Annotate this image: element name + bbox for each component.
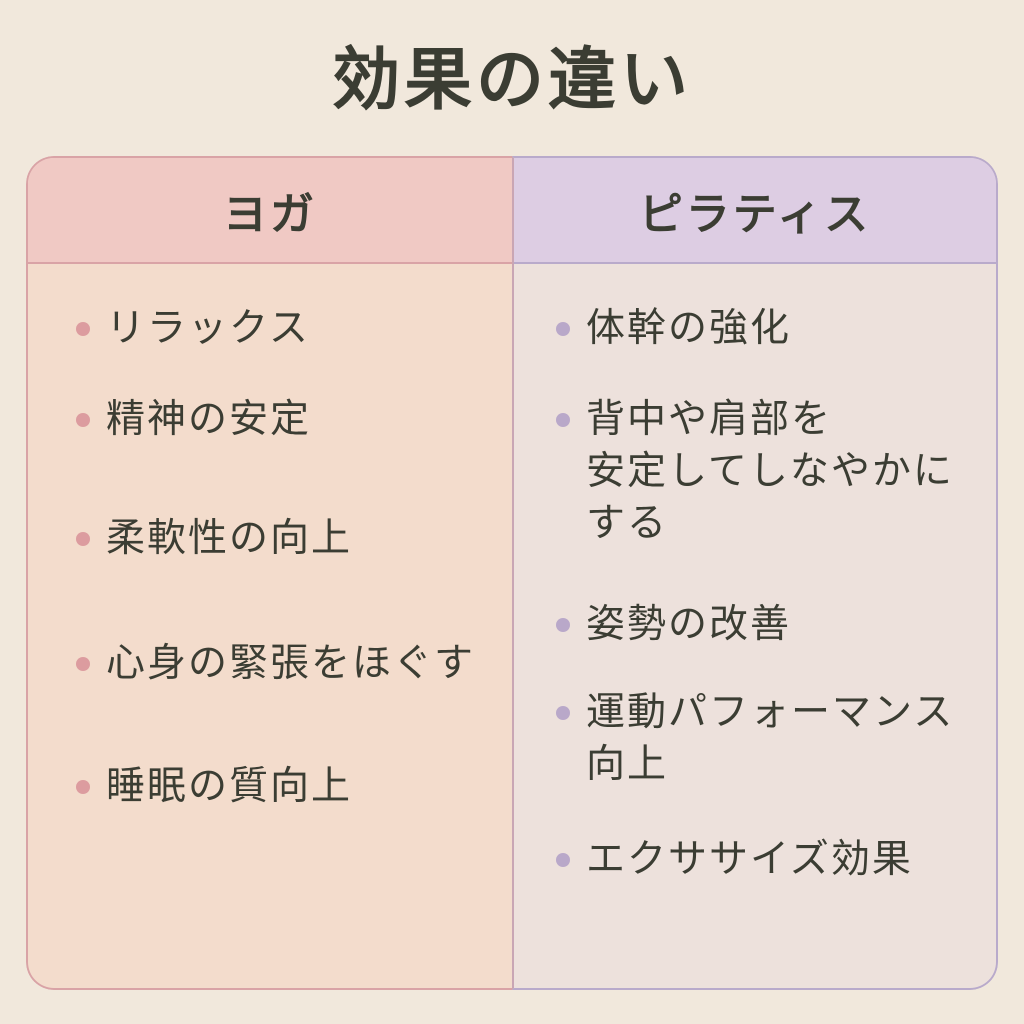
comparison-table: ヨガ リラックス 精神の安定 柔軟性の向上 心身の緊張をほぐす 睡眠の質向上 ピ… <box>26 156 998 990</box>
bullet-dot-icon <box>76 657 90 671</box>
yoga-column: ヨガ リラックス 精神の安定 柔軟性の向上 心身の緊張をほぐす 睡眠の質向上 <box>26 156 512 990</box>
pilates-item: エクササイズ効果 <box>586 837 913 882</box>
yoga-item: リラックス <box>106 306 310 351</box>
pilates-item: 姿勢の改善 <box>586 602 792 647</box>
page-title: 効果の違い <box>331 41 692 120</box>
bullet-dot-icon <box>556 322 570 336</box>
bullet-dot-icon <box>556 706 570 720</box>
bullet-dot-icon <box>556 413 570 427</box>
pilates-item: 運動パフォーマンス 向上 <box>586 690 955 787</box>
yoga-item: 精神の安定 <box>106 397 312 442</box>
bullet-dot-icon <box>76 780 90 794</box>
bullet-dot-icon <box>556 618 570 632</box>
bullet-dot-icon <box>76 532 90 546</box>
bullet-dot-icon <box>76 413 90 427</box>
pilates-item: 背中や肩部を 安定してしなやかに する <box>586 397 954 546</box>
yoga-column-header: ヨガ <box>28 158 512 264</box>
pilates-column: ピラティス 体幹の強化 背中や肩部を 安定してしなやかに する 姿勢の改善 運動… <box>512 156 998 990</box>
bullet-dot-icon <box>76 322 90 336</box>
yoga-item: 心身の緊張をほぐす <box>106 641 476 686</box>
yoga-item: 睡眠の質向上 <box>106 764 353 809</box>
yoga-item: 柔軟性の向上 <box>106 516 353 561</box>
pilates-column-header: ピラティス <box>514 158 996 264</box>
pilates-item: 体幹の強化 <box>586 306 792 351</box>
bullet-dot-icon <box>556 853 570 867</box>
